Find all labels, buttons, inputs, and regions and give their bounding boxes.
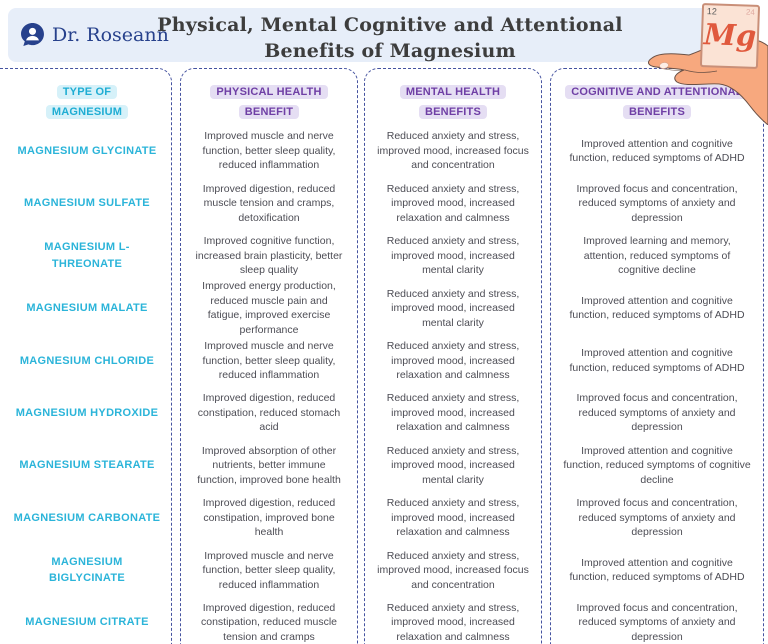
benefit-text: Improved attention and cognitive functio… — [569, 294, 745, 322]
header-band — [8, 8, 752, 62]
column-mental-health: MENTAL HEALTH BENEFITS Reduced anxiety a… — [364, 68, 542, 644]
magnesium-type-label: MAGNESIUM MALATE — [26, 302, 148, 315]
column-header-label: PHYSICAL HEALTH BENEFIT — [210, 85, 328, 119]
column-header-label: TYPE OF MAGNESIUM — [45, 85, 129, 119]
magnesium-type-label: MAGNESIUM STEARATE — [19, 459, 155, 472]
magnesium-type-label: MAGNESIUM GLYCINATE — [17, 144, 157, 157]
mg-element-card: 12 24 Mg — [699, 3, 761, 69]
column-header-physical: PHYSICAL HEALTH BENEFIT — [181, 69, 357, 125]
column-header-cognitive: COGNITIVE AND ATTENTIONAL BENEFITS — [551, 69, 763, 125]
benefit-text: Reduced anxiety and stress, improved moo… — [386, 182, 520, 224]
column-cognitive-attentional: COGNITIVE AND ATTENTIONAL BENEFITS Impro… — [550, 68, 764, 644]
benefit-text: Improved digestion, reduced constipation… — [201, 601, 337, 643]
title-line-1: Physical, Mental Cognitive and Attention… — [157, 14, 623, 36]
benefit-text: Improved digestion, reduced muscle tensi… — [202, 182, 336, 224]
benefit-text: Improved attention and cognitive functio… — [569, 347, 745, 374]
benefit-text: Reduced anxiety and stress, improved moo… — [386, 601, 520, 643]
brand-logo: Dr. Roseann — [20, 22, 169, 47]
column-header-label: MENTAL HEALTH BENEFITS — [399, 85, 507, 119]
benefit-text: Reduced anxiety and stress, improved moo… — [386, 392, 520, 434]
brand-name: Dr. Roseann — [52, 23, 169, 46]
page-title: Physical, Mental Cognitive and Attention… — [150, 13, 630, 64]
benefit-text: Reduced anxiety and stress, improved moo… — [386, 235, 520, 277]
column-header-type: TYPE OF MAGNESIUM — [0, 69, 171, 125]
benefit-text: Improved muscle and nerve function, bett… — [202, 340, 336, 381]
title-line-2: Benefits of Magnesium — [264, 39, 516, 62]
benefit-text: Reduced anxiety and stress, improved moo… — [377, 549, 529, 591]
benefit-text: Improved attention and cognitive functio… — [569, 137, 745, 165]
benefit-text: Improved attention and cognitive functio… — [563, 444, 751, 486]
magnesium-type-label: MAGNESIUM CHLORIDE — [19, 354, 155, 367]
column-rows: Reduced anxiety and stress, improved moo… — [365, 125, 541, 644]
column-rows: MAGNESIUM GLYCINATE MAGNESIUM SULFATE MAGN… — [0, 125, 171, 644]
benefit-text: Improved digestion, reduced constipation… — [202, 497, 336, 539]
magnesium-type-label: MAGNESIUM BIGLYCINATE — [48, 555, 126, 585]
column-physical-health: PHYSICAL HEALTH BENEFIT Improved muscle … — [180, 68, 358, 644]
benefit-text: Reduced anxiety and stress, improved moo… — [386, 444, 520, 486]
benefit-text: Improved focus and concentration, reduce… — [576, 497, 738, 539]
mg-symbol: Mg — [703, 17, 757, 53]
benefit-text: Improved digestion, reduced constipation… — [197, 392, 341, 434]
benefit-text: Reduced anxiety and stress, improved moo… — [386, 287, 520, 329]
column-header-mental: MENTAL HEALTH BENEFITS — [365, 69, 541, 125]
column-rows: Improved muscle and nerve function, bett… — [181, 125, 357, 644]
benefit-text: Improved focus and concentration, reduce… — [576, 601, 738, 643]
benefit-text: Reduced anxiety and stress, improved moo… — [377, 130, 529, 172]
benefit-text: Improved attention and cognitive functio… — [569, 556, 745, 584]
benefit-text: Improved focus and concentration, reduce… — [576, 392, 738, 434]
benefit-text: Improved muscle and nerve function, bett… — [202, 130, 336, 172]
magnesium-type-label: MAGNESIUM HYDROXIDE — [15, 406, 159, 419]
benefit-text: Improved learning and memory, attention,… — [583, 235, 731, 277]
magnesium-type-label: MAGNESIUM SULFATE — [24, 197, 150, 210]
benefit-text: Improved muscle and nerve function, bett… — [202, 549, 336, 591]
atomic-mass: 24 — [745, 7, 755, 17]
column-rows: Improved attention and cognitive functio… — [551, 125, 763, 644]
benefit-text: Improved focus and concentration, reduce… — [576, 182, 738, 224]
thumbnail-nail — [659, 62, 669, 69]
benefit-text: Reduced anxiety and stress, improved moo… — [386, 340, 520, 381]
benefit-text: Improved cognitive function, increased b… — [195, 235, 343, 277]
atomic-number: 12 — [706, 6, 718, 17]
benefit-text: Reduced anxiety and stress, improved moo… — [386, 497, 520, 539]
benefit-text: Improved absorption of other nutrients, … — [197, 444, 341, 486]
benefit-text: Improved energy production, reduced musc… — [202, 280, 336, 336]
magnesium-type-label: MAGNESIUM L-THREONATE — [44, 241, 130, 270]
speech-bubble-person-icon — [21, 23, 44, 46]
magnesium-type-label: MAGNESIUM CITRATE — [25, 616, 149, 629]
magnesium-type-label: MAGNESIUM CARBONATE — [13, 511, 161, 524]
